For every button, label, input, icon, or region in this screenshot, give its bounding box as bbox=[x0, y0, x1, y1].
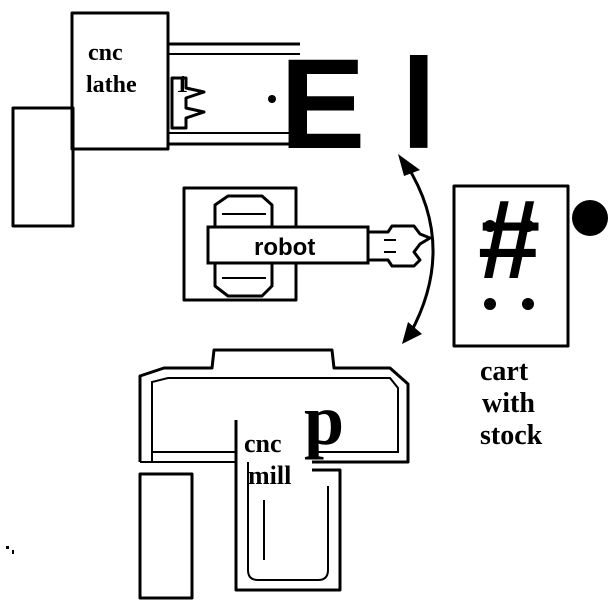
mill-frame-inner bbox=[151, 377, 399, 462]
cnc-mill: cnc mill p bbox=[138, 348, 410, 600]
robot: robot bbox=[182, 186, 432, 302]
stock-dot-2 bbox=[522, 220, 534, 232]
robot-gripper bbox=[366, 224, 432, 268]
cart-overlay-glyph: # bbox=[478, 177, 540, 302]
swing-arrowhead-bottom bbox=[402, 322, 422, 344]
stock-dot-3 bbox=[484, 298, 496, 310]
cart-label-line3: stock bbox=[480, 420, 543, 451]
robot-arm bbox=[206, 225, 370, 265]
lathe-overlay-glyph: E l bbox=[280, 33, 437, 176]
lathe-base-block bbox=[11, 106, 75, 228]
lathe-workpiece-dot bbox=[268, 95, 276, 103]
cart-body bbox=[452, 184, 570, 348]
stock-dot-1 bbox=[484, 220, 496, 232]
mill-overlay-glyph: p bbox=[304, 380, 344, 460]
mill-table-slot bbox=[247, 462, 329, 581]
mill-table bbox=[234, 420, 342, 592]
lathe-headstock bbox=[70, 11, 170, 151]
cart-with-stock: # cart with stock bbox=[452, 177, 608, 451]
robot-swing-arrow bbox=[398, 154, 435, 344]
cart-label-line2: with bbox=[482, 388, 535, 419]
mill-stand-block bbox=[138, 472, 194, 600]
robot-carriage bbox=[213, 194, 274, 298]
swing-arc bbox=[404, 163, 435, 335]
lathe-label-number: 1 bbox=[176, 72, 188, 98]
lathe-label-line1: cnc bbox=[88, 40, 123, 66]
speck-1 bbox=[6, 546, 9, 549]
stock-dot-large bbox=[572, 200, 608, 236]
cnc-lathe: cnc lathe 1 E l bbox=[11, 11, 437, 228]
stock-dot-4 bbox=[522, 298, 534, 310]
lathe-chuck bbox=[170, 76, 206, 130]
robot-label: robot bbox=[254, 234, 315, 261]
mill-label-line2: mill bbox=[248, 461, 291, 490]
swing-arrowhead-top bbox=[398, 154, 420, 176]
mill-label-line1: cnc bbox=[244, 429, 282, 458]
lathe-label-line2: lathe bbox=[86, 72, 137, 98]
speck-2 bbox=[12, 550, 14, 554]
mill-frame-outer bbox=[138, 348, 410, 464]
cart-label-line1: cart bbox=[480, 356, 529, 387]
